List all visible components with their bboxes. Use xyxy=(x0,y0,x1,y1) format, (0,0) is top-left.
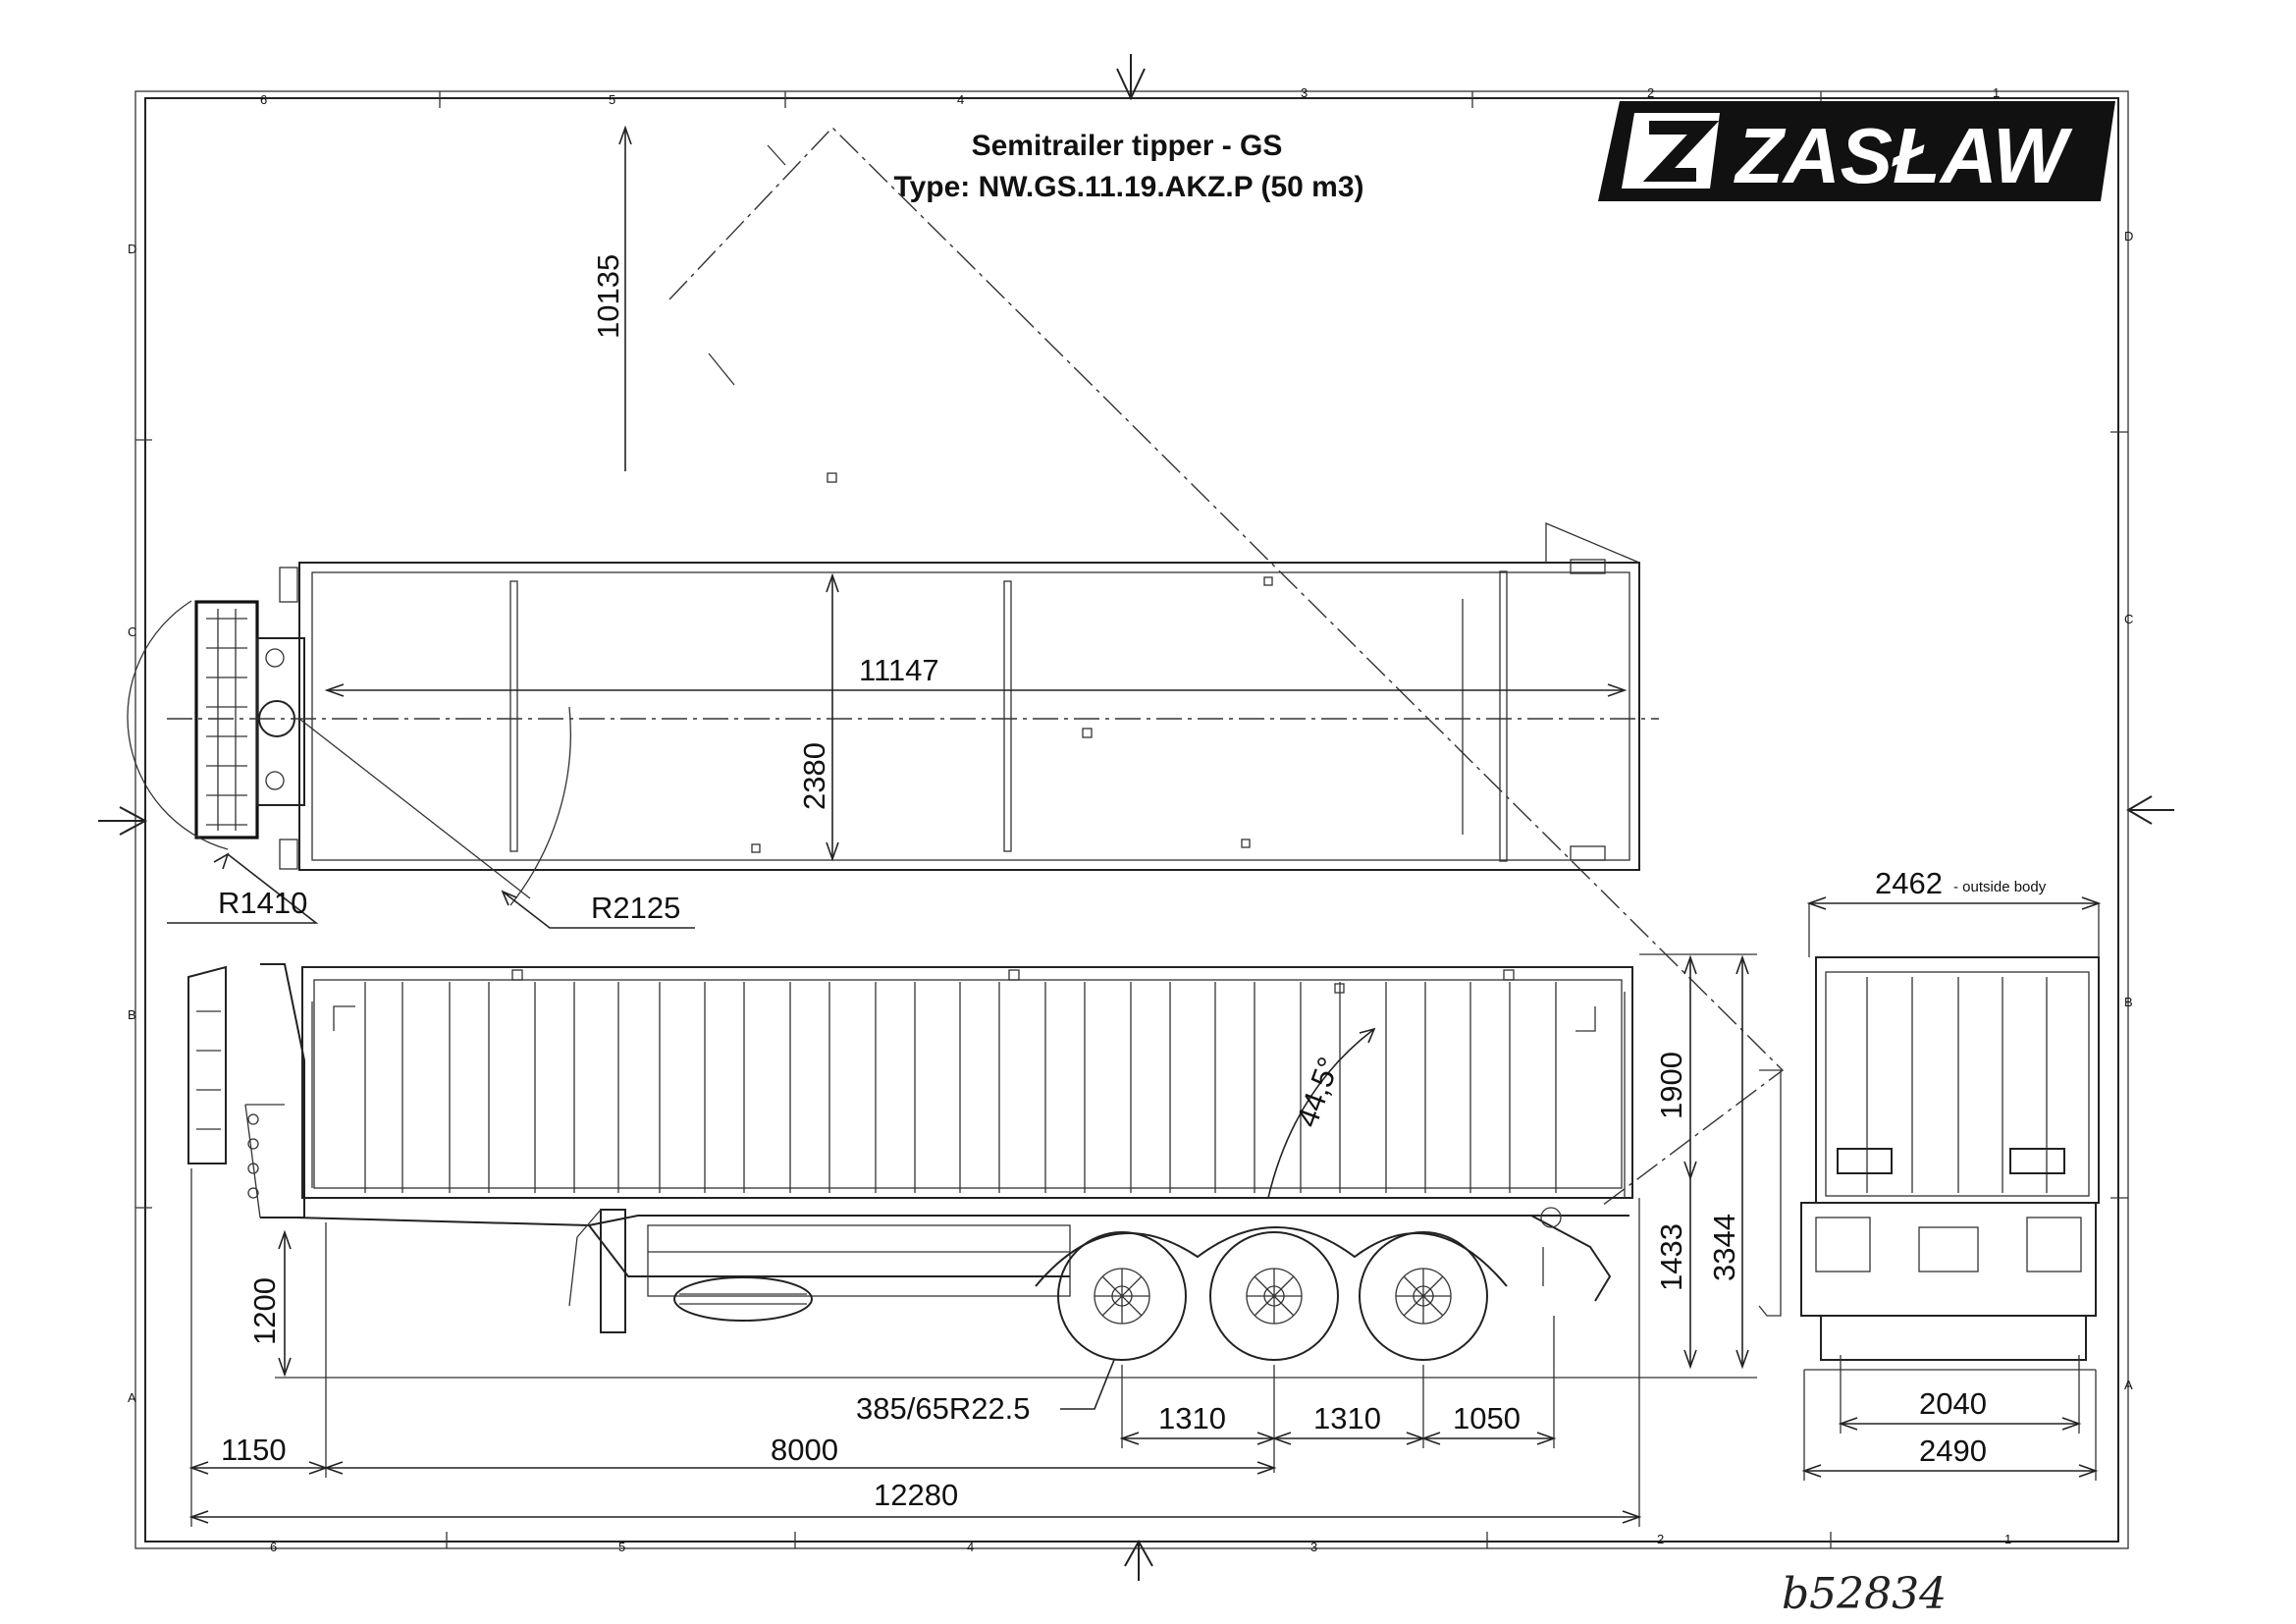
dim-track-width: 2040 xyxy=(1919,1386,1987,1421)
col-label: 3 xyxy=(1301,85,1308,100)
row-label: C xyxy=(128,624,136,639)
frame-row-labels: D C B A D C B A xyxy=(128,229,2133,1405)
col-label: 6 xyxy=(270,1540,277,1554)
rear-view-dimensions: 2462 - outside body 2040 2490 xyxy=(1801,866,2102,1481)
col-label: 2 xyxy=(1657,1532,1664,1546)
handwritten-number: b52834 xyxy=(1782,1569,1947,1619)
dim-radius-rear: R2125 xyxy=(591,891,680,925)
top-view xyxy=(127,522,1659,906)
dim-outside-body-note: - outside body xyxy=(1953,879,2047,895)
row-label: D xyxy=(128,242,136,256)
rear-view xyxy=(1800,956,2100,1371)
dim-tyre-size: 385/65R22.5 xyxy=(856,1391,1031,1426)
side-view xyxy=(187,963,1633,1333)
dim-rear-height: 1433 xyxy=(1654,1223,1688,1291)
zaslaw-logo: ZASŁAW xyxy=(1598,101,2115,201)
drawing-title: Semitrailer tipper - GS xyxy=(972,130,1283,162)
row-label: D xyxy=(2124,229,2133,244)
wheel xyxy=(1209,1231,1339,1361)
row-label: A xyxy=(2124,1378,2133,1392)
logo-text: ZASŁAW xyxy=(1734,112,2073,199)
col-label: 5 xyxy=(609,92,615,107)
body-corrugations xyxy=(364,982,1557,1193)
row-label: A xyxy=(128,1390,136,1405)
row-label: B xyxy=(2124,995,2133,1009)
dim-coupling-height: 1200 xyxy=(247,1277,282,1345)
row-label: C xyxy=(2124,612,2133,626)
toolbox-grid xyxy=(206,609,247,831)
col-label: 1 xyxy=(2004,1532,2011,1546)
col-label: 5 xyxy=(618,1540,625,1554)
dim-tipping-angle: 44,5° xyxy=(1290,1053,1347,1131)
dim-axle-spacing-2: 1310 xyxy=(1313,1401,1381,1435)
wheel xyxy=(1057,1231,1187,1361)
col-label: 1 xyxy=(1993,85,2000,100)
col-label: 6 xyxy=(260,92,267,107)
dim-axle-spacing-1: 1310 xyxy=(1158,1401,1226,1435)
dim-body-width: 2380 xyxy=(797,742,831,810)
dim-overall-length: 12280 xyxy=(874,1478,958,1512)
frame-column-labels: 6 5 4 3 2 1 6 5 4 3 2 1 xyxy=(260,85,2011,1554)
dim-body-height: 1900 xyxy=(1654,1052,1688,1119)
dim-body-length: 11147 xyxy=(859,653,939,687)
col-label: 3 xyxy=(1310,1540,1317,1554)
side-view-dimensions: 44,5° 1900 3344 1433 1200 385/65R22.5 xyxy=(188,953,1757,1527)
drawing-type: Type: NW.GS.11.19.AKZ.P (50 m3) xyxy=(893,171,1363,203)
dim-rear-overhang: 1050 xyxy=(1453,1401,1521,1435)
drawing-frame xyxy=(98,54,2174,1581)
col-label: 2 xyxy=(1647,85,1654,100)
tipped-body-outline xyxy=(668,126,1785,1317)
dim-radius-front: R1410 xyxy=(218,886,307,920)
dim-total-height: 3344 xyxy=(1707,1214,1741,1281)
col-label: 4 xyxy=(957,92,964,107)
dim-tip-height: 10135 xyxy=(591,254,625,339)
row-label: B xyxy=(128,1007,136,1022)
dim-outside-body-width: 2462 xyxy=(1875,866,1943,900)
dim-kingpin-to-axle: 8000 xyxy=(771,1433,838,1467)
col-label: 4 xyxy=(967,1540,974,1554)
dim-overall-width: 2490 xyxy=(1919,1434,1987,1468)
dim-front-to-kingpin: 1150 xyxy=(221,1433,287,1467)
wheel xyxy=(1359,1231,1488,1361)
top-view-dimensions: 11147 2380 10135 R1410 R2125 xyxy=(167,125,1628,929)
